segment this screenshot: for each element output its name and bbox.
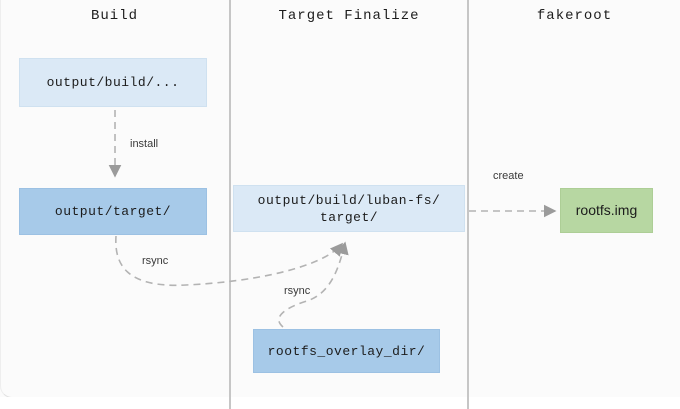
node-rootfs-overlay-dir: rootfs_overlay_dir/ bbox=[253, 329, 440, 373]
node-output-target: output/target/ bbox=[19, 188, 207, 235]
node-output-build: output/build/... bbox=[19, 58, 207, 107]
edge-label-install: install bbox=[130, 138, 159, 150]
edge-label-create: create bbox=[493, 170, 524, 182]
column-divider-finalize-fakeroot bbox=[467, 0, 469, 409]
node-rootfs-img: rootfs.img bbox=[560, 188, 653, 233]
page-background-strip bbox=[0, 397, 680, 409]
column-header-target-finalize: Target Finalize bbox=[278, 8, 420, 24]
edge-label-rsync-output-target: rsync bbox=[142, 255, 169, 267]
column-header-build: Build bbox=[90, 8, 138, 24]
node-output-build-luban-fs-target: output/build/luban-fs/ target/ bbox=[233, 185, 465, 232]
column-divider-build-finalize bbox=[229, 0, 231, 409]
edge-label-rsync-overlay: rsync bbox=[284, 285, 311, 297]
column-header-fakeroot: fakeroot bbox=[536, 8, 613, 24]
